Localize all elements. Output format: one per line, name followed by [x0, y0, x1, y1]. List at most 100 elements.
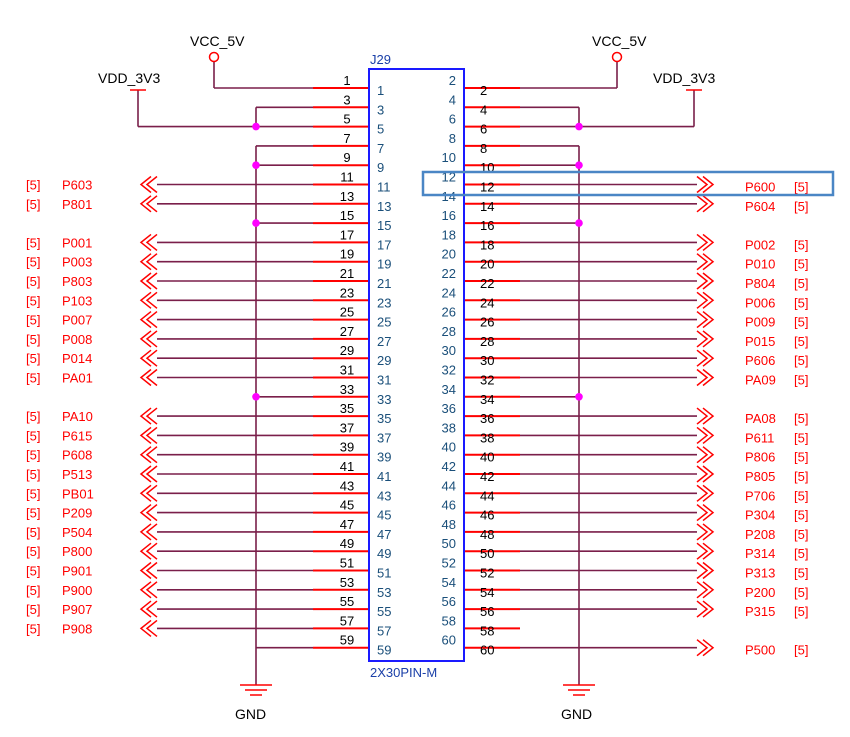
offpage-right-pa08: [696, 407, 715, 425]
net-page-ref: [5]: [26, 525, 40, 540]
net-label-p003: P003: [62, 255, 92, 270]
offpage-left-stroke-0: [145, 619, 158, 637]
offpage-right-stroke-1: [702, 233, 715, 251]
pin-label-47: 47: [377, 527, 391, 542]
pin-number-58: 58: [480, 623, 494, 638]
offpage-left-stroke-1: [139, 291, 152, 309]
offpage-right-p314: [696, 542, 715, 560]
offpage-left-stroke-0: [145, 465, 158, 483]
offpage-left-p907: [139, 600, 158, 618]
offpage-left-stroke-1: [139, 446, 152, 464]
offpage-left-stroke-0: [145, 484, 158, 502]
net-label-p200: P200: [745, 585, 775, 600]
pin-number-2: 2: [480, 83, 487, 98]
offpage-left-p008: [139, 330, 158, 348]
pin-label-22: 22: [442, 266, 456, 281]
vcc-left-circle: [208, 51, 220, 63]
pin-label-11: 11: [377, 180, 391, 195]
net-page-ref: [5]: [794, 411, 808, 426]
junction-vdd-left: [252, 122, 260, 131]
pin-number-39: 39: [340, 440, 354, 455]
pin-label-51: 51: [377, 566, 391, 581]
offpage-left-stroke-0: [145, 272, 158, 290]
pin-label-55: 55: [377, 604, 391, 619]
labels-layer: [5]P603[5]P801[5]P001[5]P003[5]P803[5]P1…: [26, 175, 808, 658]
net-label-p803: P803: [62, 274, 92, 289]
net-label-pa10: PA10: [62, 409, 93, 424]
vcc-left-label: VCC_5V: [190, 33, 245, 49]
net-label-p800: P800: [62, 544, 92, 559]
pin-number-16: 16: [480, 218, 494, 233]
junction-gnd-left: [252, 161, 260, 169]
pin-number-35: 35: [340, 401, 354, 416]
offpage-right-p804: [696, 272, 715, 290]
offpage-right-stroke-0: [696, 195, 709, 213]
pin-label-46: 46: [442, 498, 456, 513]
offpage-right-p604: [696, 195, 715, 213]
offpage-right-p706: [696, 484, 715, 502]
pin-number-34: 34: [480, 392, 494, 407]
offpage-left-stroke-1: [139, 484, 152, 502]
pin-label-52: 52: [442, 556, 456, 571]
offpage-right-stroke-0: [696, 175, 709, 194]
pin-number-29: 29: [340, 343, 354, 358]
offpage-right-stroke-0: [696, 426, 709, 444]
offpage-left-p103: [139, 291, 158, 309]
pin-label-2: 2: [449, 73, 456, 88]
net-label-p208: P208: [745, 527, 775, 542]
pin-number-22: 22: [480, 276, 494, 291]
pin-label-35: 35: [377, 411, 391, 426]
pin-label-44: 44: [442, 478, 456, 493]
offpage-right-stroke-0: [696, 349, 709, 367]
offpage-right-stroke-1: [702, 561, 715, 580]
offpage-left-stroke-1: [139, 523, 152, 541]
offpage-left-p001: [139, 233, 158, 251]
offpage-right-stroke-1: [702, 291, 715, 309]
pin-label-21: 21: [377, 276, 391, 291]
net-label-p314: P314: [745, 546, 775, 561]
pin-number-49: 49: [340, 536, 354, 551]
offpage-left-p615: [139, 426, 158, 444]
net-label-p209: P209: [62, 506, 92, 521]
net-label-p007: P007: [62, 313, 92, 328]
net-page-ref: [5]: [26, 409, 40, 424]
net-label-p608: P608: [62, 448, 92, 463]
offpage-right-stroke-0: [696, 561, 709, 580]
offpage-left-stroke-0: [145, 407, 158, 425]
offpage-right-stroke-1: [702, 581, 715, 599]
net-page-ref: [5]: [794, 180, 808, 195]
offpage-left-stroke-0: [145, 233, 158, 251]
pin-label-53: 53: [377, 585, 391, 600]
net-label-p014: P014: [62, 351, 92, 366]
pin-number-9: 9: [343, 150, 350, 165]
pin-label-36: 36: [442, 401, 456, 416]
net-page-ref: [5]: [794, 643, 808, 658]
pin-number-36: 36: [480, 411, 494, 426]
offpage-left-p003: [139, 253, 158, 271]
pin-label-13: 13: [377, 199, 391, 214]
net-page-ref: [5]: [794, 353, 808, 368]
net-page-ref: [5]: [26, 583, 40, 598]
pin-number-48: 48: [480, 527, 494, 542]
pin-label-45: 45: [377, 508, 391, 523]
offpage-left-stroke-0: [145, 330, 158, 348]
net-label-p900: P900: [62, 583, 92, 598]
offpage-right-p315: [696, 600, 715, 618]
offpage-right-stroke-0: [696, 465, 709, 483]
pin-number-12: 12: [480, 180, 494, 195]
pin-number-26: 26: [480, 315, 494, 330]
connector-part: 2X30PIN-M: [370, 665, 437, 680]
net-page-ref: [5]: [794, 257, 808, 272]
pin-label-39: 39: [377, 450, 391, 465]
pin-number-52: 52: [480, 566, 494, 581]
pin-label-40: 40: [442, 440, 456, 455]
pin-number-46: 46: [480, 508, 494, 523]
offpage-right-p002: [696, 233, 715, 251]
net-page-ref: [5]: [26, 313, 40, 328]
net-label-p103: P103: [62, 293, 92, 308]
net-label-p806: P806: [745, 450, 775, 465]
vcc-right-symbol: VCC_5V: [592, 33, 647, 63]
pin-label-5: 5: [377, 122, 384, 137]
net-page-ref: [5]: [794, 199, 808, 214]
net-page-ref: [5]: [26, 621, 40, 636]
